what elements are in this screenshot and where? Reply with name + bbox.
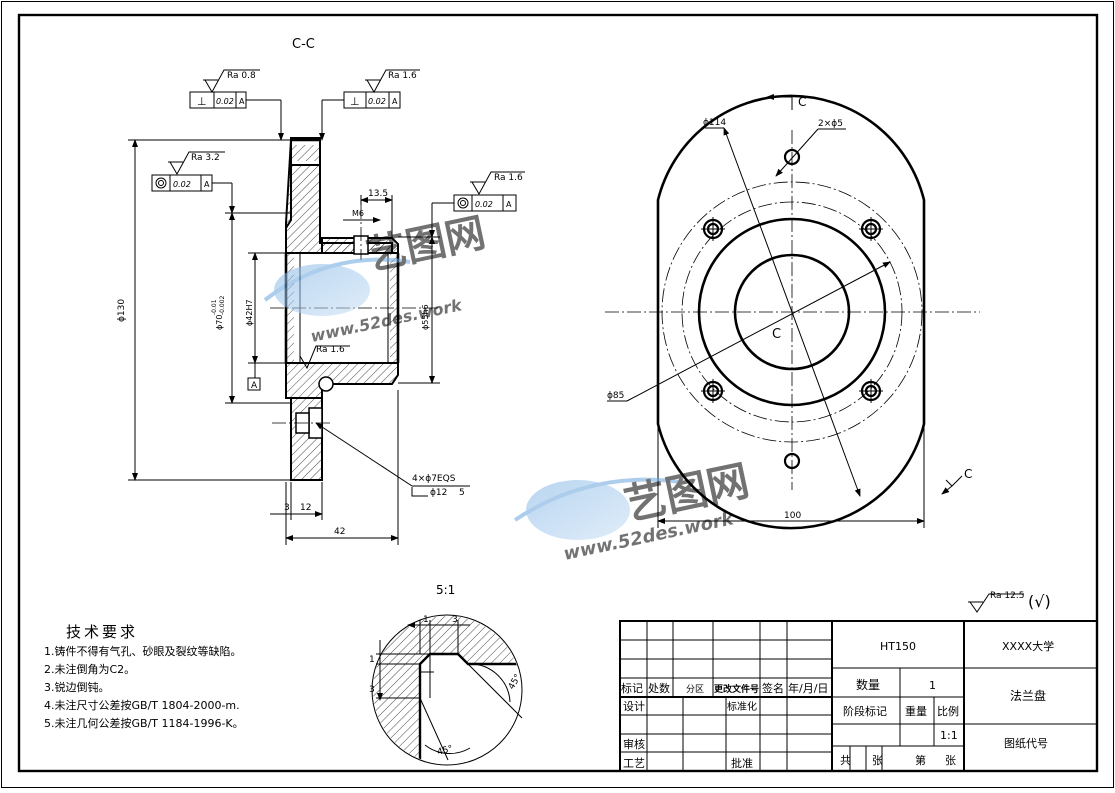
- svg-text:2.未注倒角为C2。: 2.未注倒角为C2。: [44, 662, 135, 676]
- svg-text:分区: 分区: [686, 684, 704, 695]
- svg-text:(√): (√): [1028, 592, 1051, 611]
- front-view: ϕ114 2×ϕ5 ϕ85 C C C 100: [605, 94, 980, 530]
- svg-text:张: 张: [945, 754, 956, 767]
- svg-text:A: A: [204, 180, 210, 189]
- svg-text:Ra 1.6: Ra 1.6: [494, 173, 523, 183]
- svg-text:技术要求: 技术要求: [66, 623, 138, 641]
- svg-text:12: 12: [300, 503, 311, 513]
- svg-text:100: 100: [784, 511, 801, 521]
- section-label: C-C: [292, 37, 315, 52]
- svg-text:⊥: ⊥: [197, 95, 207, 108]
- svg-text:42: 42: [334, 527, 345, 537]
- svg-text:标记: 标记: [621, 681, 643, 695]
- svg-text:ϕ114: ϕ114: [703, 118, 726, 128]
- title-block: 标记 处数 分区 更改文件号 签名 年/月/日 设计 标准化 审核 工艺 批准 …: [619, 620, 1098, 772]
- svg-text:5: 5: [459, 488, 465, 498]
- svg-text:共: 共: [840, 754, 851, 767]
- svg-text:ϕ12: ϕ12: [430, 488, 447, 498]
- svg-text:0.02: 0.02: [216, 97, 234, 106]
- svg-text:签名: 签名: [762, 681, 784, 695]
- svg-text:5.未注几何公差按GB/T 1184-1996-K。: 5.未注几何公差按GB/T 1184-1996-K。: [44, 716, 244, 730]
- svg-text:C: C: [964, 467, 972, 481]
- svg-text:审核: 审核: [623, 737, 645, 751]
- svg-text:0.02: 0.02: [173, 180, 191, 189]
- svg-text:比例: 比例: [937, 704, 959, 718]
- detail-view: 5:1 1 3 1 3 45° 45°: [369, 583, 524, 766]
- svg-text:0.02: 0.02: [475, 200, 493, 209]
- svg-text:A: A: [251, 381, 258, 391]
- svg-text:1: 1: [369, 655, 375, 665]
- svg-text:Ra 12.5: Ra 12.5: [990, 591, 1024, 601]
- svg-text:1: 1: [929, 679, 936, 692]
- svg-text:批准: 批准: [731, 756, 753, 770]
- svg-text:Ra 1.6: Ra 1.6: [316, 345, 345, 355]
- svg-text:重量: 重量: [905, 704, 927, 718]
- svg-text:法兰盘: 法兰盘: [1010, 688, 1046, 703]
- svg-text:3: 3: [284, 503, 290, 513]
- svg-text:M6: M6: [352, 209, 364, 218]
- svg-text:HT150: HT150: [880, 640, 916, 653]
- svg-text:-0.002: -0.002: [219, 295, 226, 315]
- watermark-bottom: 艺图网 www.52des.work: [513, 456, 753, 565]
- svg-text:Ra 0.8: Ra 0.8: [227, 71, 256, 81]
- svg-text:ϕ55h6: ϕ55h6: [421, 304, 430, 330]
- svg-text:45°: 45°: [436, 744, 454, 758]
- svg-text:1: 1: [423, 615, 429, 625]
- tech-requirements: 技术要求 1.铸件不得有气孔、砂眼及裂纹等缺陷。 2.未注倒角为C2。 3.锐边…: [44, 623, 244, 730]
- svg-text:标准化: 标准化: [727, 700, 757, 713]
- svg-text:⊥: ⊥: [350, 95, 360, 108]
- svg-text:4×ϕ7EQS: 4×ϕ7EQS: [412, 474, 456, 484]
- svg-text:2×ϕ5: 2×ϕ5: [818, 119, 843, 129]
- svg-text:Ra 1.6: Ra 1.6: [388, 71, 417, 81]
- svg-text:C: C: [772, 327, 781, 342]
- svg-text:Ra 3.2: Ra 3.2: [191, 153, 220, 163]
- svg-text:ϕ42H7: ϕ42H7: [245, 299, 254, 326]
- inner-border: [17, 13, 1099, 773]
- svg-text:阶段标记: 阶段标记: [843, 704, 887, 718]
- svg-text:0.02: 0.02: [368, 97, 386, 106]
- svg-text:5:1: 5:1: [436, 583, 455, 597]
- svg-text:1.铸件不得有气孔、砂眼及裂纹等缺陷。: 1.铸件不得有气孔、砂眼及裂纹等缺陷。: [44, 644, 242, 658]
- svg-text:C: C: [798, 95, 806, 109]
- svg-text:3: 3: [369, 685, 375, 695]
- svg-text:A: A: [239, 97, 245, 106]
- svg-text:13.5: 13.5: [368, 189, 388, 199]
- svg-text:工艺: 工艺: [623, 757, 645, 770]
- svg-text:图纸代号: 图纸代号: [1004, 737, 1048, 750]
- svg-text:A: A: [506, 200, 512, 209]
- svg-text:4.未注尺寸公差按GB/T 1804-2000-m.: 4.未注尺寸公差按GB/T 1804-2000-m.: [44, 698, 240, 712]
- svg-text:更改文件号: 更改文件号: [714, 683, 759, 695]
- svg-text:-0.01: -0.01: [211, 299, 218, 315]
- svg-text:3.锐边倒钝。: 3.锐边倒钝。: [44, 680, 110, 694]
- svg-text:XXXX大学: XXXX大学: [1002, 639, 1054, 653]
- svg-text:A: A: [392, 97, 398, 106]
- svg-text:数量: 数量: [856, 677, 880, 692]
- svg-text:设计: 设计: [623, 700, 645, 713]
- svg-text:ϕ70: ϕ70: [215, 315, 224, 330]
- svg-text:艺图网: 艺图网: [363, 210, 490, 280]
- svg-text:张: 张: [872, 754, 883, 767]
- svg-text:1:1: 1:1: [940, 729, 958, 742]
- svg-text:第: 第: [915, 753, 926, 767]
- default-roughness: Ra 12.5 (√): [968, 591, 1051, 613]
- svg-text:处数: 处数: [648, 682, 670, 695]
- svg-text:ϕ85: ϕ85: [607, 391, 624, 401]
- svg-text:3: 3: [452, 615, 458, 625]
- svg-text:ϕ130: ϕ130: [117, 299, 127, 322]
- svg-text:年/月/日: 年/月/日: [788, 681, 828, 695]
